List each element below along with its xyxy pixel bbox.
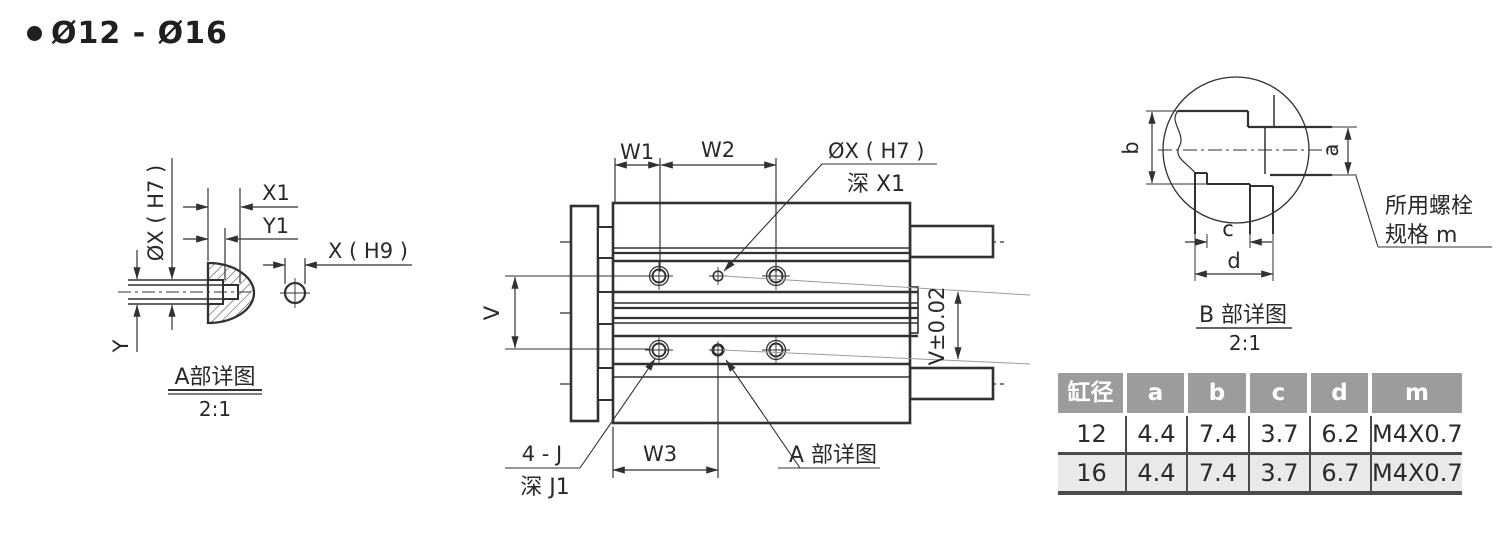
detail-b-d-label: d	[1227, 249, 1240, 273]
main-view: W1 W2 W3 ØX ( H7 ) 深 X1 V V±0.02 4 - J 深…	[480, 138, 1031, 500]
table-cell: M4X0.7	[1372, 416, 1463, 452]
table-header-bore: 缸径	[1058, 373, 1127, 413]
detail-a-view: ØX ( H7 ) X1 Y1 X ( H9 ) Y A部详图 2:1	[109, 158, 412, 421]
table-header-d: d	[1311, 373, 1372, 413]
main-bore-label: ØX ( H7 )	[828, 139, 924, 163]
table-header-m: m	[1372, 373, 1462, 413]
table-cell: 6.7	[1311, 455, 1372, 491]
table-cell: M4X0.7	[1372, 455, 1463, 491]
bolt-note-line2: 规格 m	[1385, 223, 1457, 248]
detail-a-scale: 2:1	[199, 397, 231, 421]
detail-b-a-label: a	[1319, 144, 1343, 157]
detail-a-bore-label: ØX ( H7 )	[144, 165, 168, 261]
table-cell: 7.4	[1188, 416, 1250, 452]
cylinder-body	[611, 201, 912, 425]
v-label: V	[480, 305, 504, 320]
spec-table: 缸径 a b c d m 12 4.4 7.4 3.7 6.2 M4X0.7 1…	[1058, 373, 1463, 495]
corner-holes-label: 4 - J	[522, 442, 562, 466]
detail-a-caption: A部详图	[174, 365, 255, 390]
table-row: 12 4.4 7.4 3.7 6.2 M4X0.7	[1058, 416, 1463, 452]
detail-b-view: b a c d 所用螺栓 规格 m B 部详图 2:1	[1119, 76, 1492, 355]
table-cell: 3.7	[1250, 455, 1311, 491]
detail-a-reference-label: A 部详图	[789, 443, 877, 468]
table-cell: 7.4	[1188, 455, 1250, 491]
detail-b-c-label: c	[1222, 217, 1234, 241]
table-header-c: c	[1250, 373, 1311, 413]
detail-a-y-label: Y	[109, 339, 133, 353]
table-row-divider	[1058, 452, 1462, 455]
detail-a-xh9-label: X ( H9 )	[328, 239, 408, 263]
front-plate	[569, 204, 600, 423]
table-bottom-rule	[1058, 491, 1462, 495]
top-guide-rod	[908, 224, 995, 259]
bullet-icon	[27, 26, 42, 41]
table-row: 16 4.4 7.4 3.7 6.7 M4X0.7	[1058, 455, 1463, 491]
table-header-b: b	[1188, 373, 1250, 413]
detail-a-y1-label: Y1	[262, 214, 289, 238]
bottom-guide-rod	[908, 366, 995, 401]
size-range-title: Ø12 - Ø16	[51, 16, 228, 51]
w1-label: W1	[620, 140, 654, 164]
table-cell: 4.4	[1127, 416, 1188, 452]
detail-a-x1-label: X1	[262, 181, 290, 205]
table-header-a: a	[1127, 373, 1188, 413]
bolt-note-line1: 所用螺栓	[1385, 194, 1473, 219]
w2-label: W2	[701, 138, 735, 162]
main-bore-depth-label: 深 X1	[847, 172, 905, 197]
w3-label: W3	[643, 442, 677, 466]
corner-holes-depth-label: 深 J1	[520, 475, 569, 500]
detail-b-caption: B 部详图	[1199, 303, 1287, 328]
detail-b-scale: 2:1	[1229, 331, 1261, 355]
page-title: Ø12 - Ø16	[27, 16, 228, 51]
table-cell: 12	[1058, 416, 1127, 452]
table-cell: 4.4	[1127, 455, 1188, 491]
table-cell: 3.7	[1250, 416, 1311, 452]
v-tolerance-label: V±0.02	[925, 287, 949, 366]
table-header-row: 缸径 a b c d m	[1058, 373, 1462, 413]
table-cell: 16	[1058, 455, 1127, 491]
detail-b-b-label: b	[1119, 141, 1143, 154]
section-break-line	[1174, 110, 1196, 174]
table-cell: 6.2	[1311, 416, 1372, 452]
